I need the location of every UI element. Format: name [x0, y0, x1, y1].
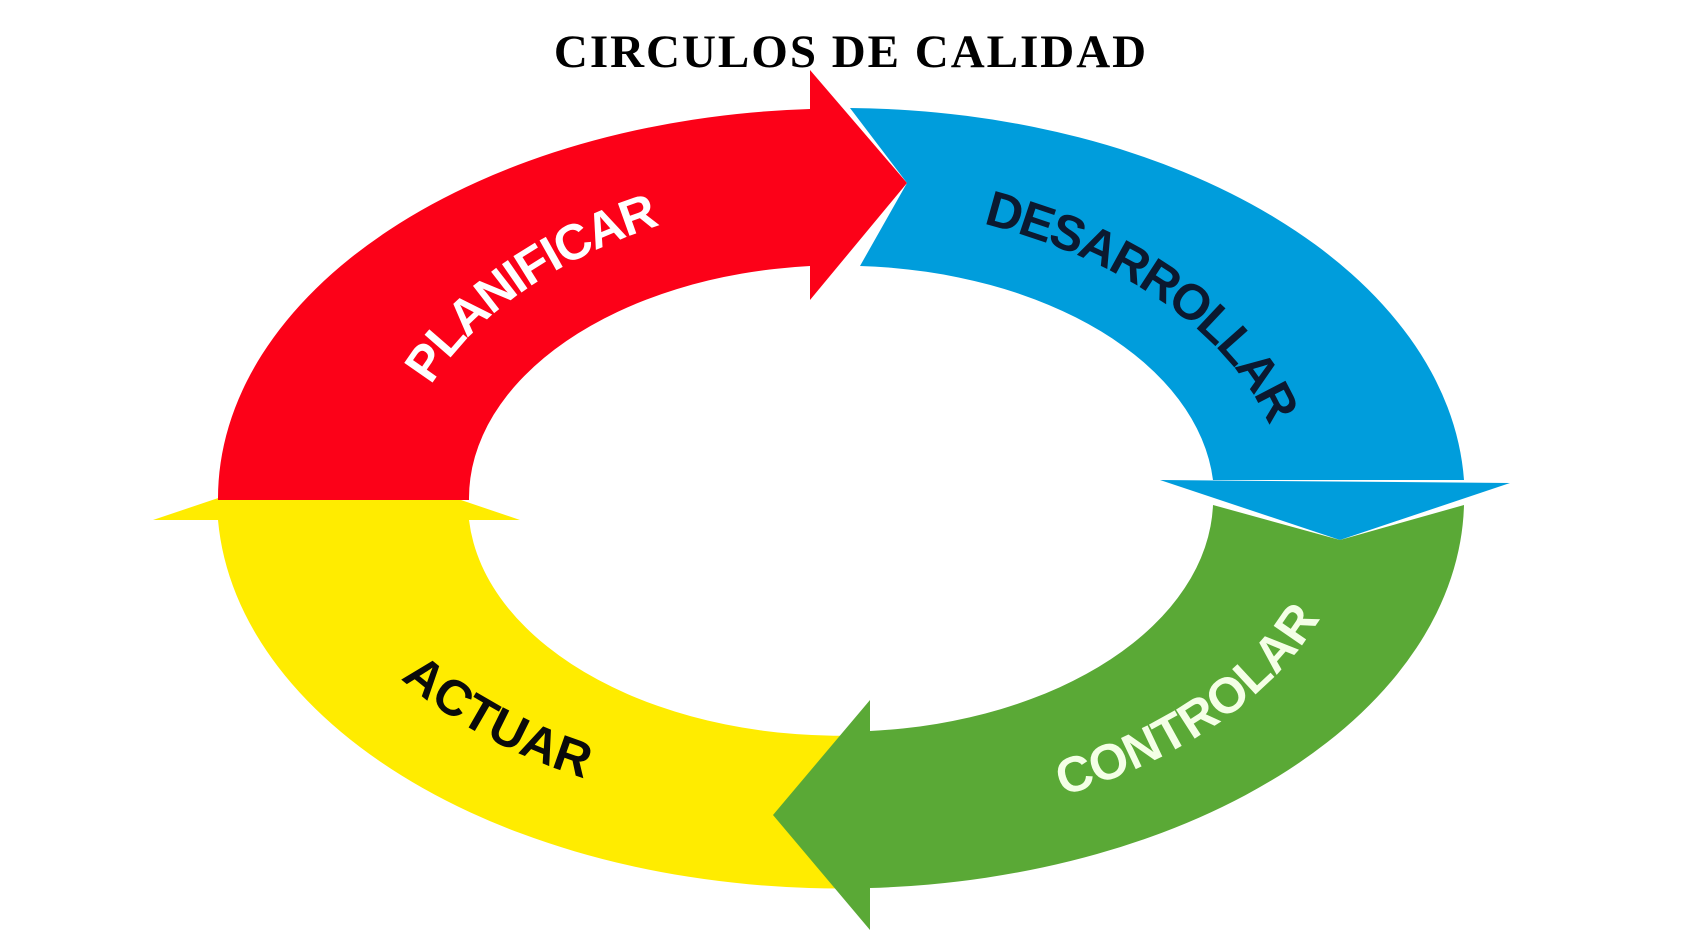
controlar-arrow	[773, 505, 1464, 930]
controlar-arrowhead	[773, 700, 870, 930]
diagram-title: CIRCULOS DE CALIDAD	[553, 26, 1149, 78]
actuar-band	[218, 520, 870, 889]
planificar-band	[217, 109, 810, 500]
actuar-arrow	[153, 458, 870, 889]
planificar-arrow	[217, 70, 907, 500]
desarrollar-arrow	[850, 108, 1510, 540]
planificar-arrowhead	[810, 70, 907, 300]
desarrollar-arrowhead	[1160, 480, 1510, 540]
desarrollar-band	[850, 108, 1464, 480]
controlar-band	[870, 505, 1464, 888]
